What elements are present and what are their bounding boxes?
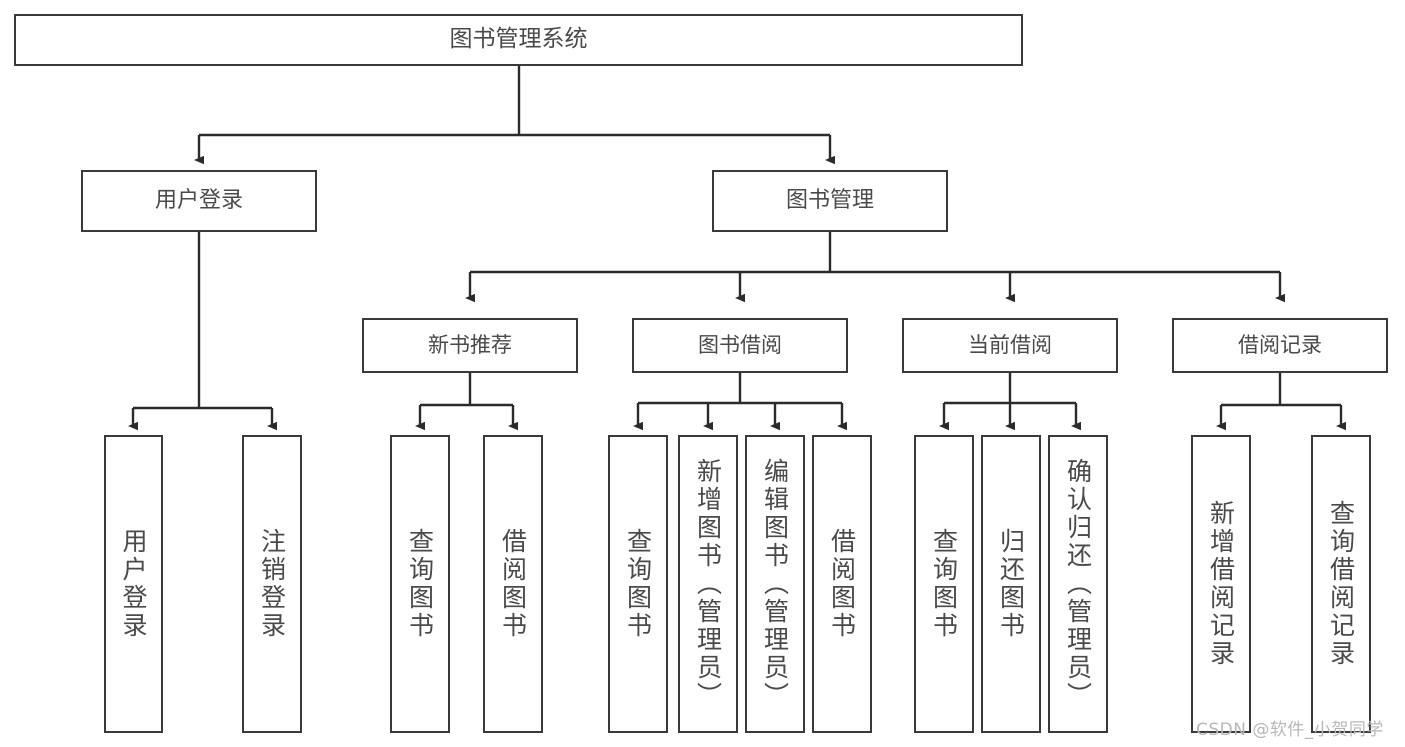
leaf-book-borrow-add[interactable]: 新增图书（管理员）	[678, 435, 738, 733]
leaf-book-borrow-edit[interactable]: 编辑图书（管理员）	[745, 435, 805, 733]
leaf-new-book-borrow[interactable]: 借阅图书	[483, 435, 543, 733]
node-current-borrow[interactable]: 当前借阅	[902, 318, 1118, 373]
node-root[interactable]: 图书管理系统	[14, 14, 1023, 66]
leaf-label: 编辑图书（管理员）	[760, 458, 790, 710]
leaf-label: 查询图书	[929, 528, 959, 640]
node-borrow-record[interactable]: 借阅记录	[1172, 318, 1388, 373]
node-book-management-label: 图书管理	[785, 188, 874, 214]
leaf-label: 查询借阅记录	[1326, 500, 1356, 668]
node-new-book-recommend[interactable]: 新书推荐	[362, 318, 578, 373]
leaf-current-borrow-query[interactable]: 查询图书	[914, 435, 974, 733]
node-user-login[interactable]: 用户登录	[81, 170, 317, 232]
leaf-label: 借阅图书	[827, 528, 857, 640]
node-borrow-record-label: 借阅记录	[1238, 333, 1322, 358]
node-book-borrow[interactable]: 图书借阅	[632, 318, 848, 373]
leaf-label: 借阅图书	[498, 528, 528, 640]
node-user-login-label: 用户登录	[154, 188, 243, 214]
leaf-current-borrow-return[interactable]: 归还图书	[981, 435, 1041, 733]
leaf-label: 新增借阅记录	[1206, 500, 1236, 668]
csdn-watermark: CSDN @软件_小贺同学	[1196, 720, 1384, 740]
leaf-label: 新增图书（管理员）	[693, 458, 723, 710]
node-new-book-recommend-label: 新书推荐	[428, 333, 512, 358]
leaf-book-borrow-query[interactable]: 查询图书	[608, 435, 668, 733]
leaf-current-borrow-confirm-return[interactable]: 确认归还（管理员）	[1048, 435, 1108, 733]
leaf-user-login-login[interactable]: 用户登录	[104, 435, 163, 733]
node-book-management[interactable]: 图书管理	[712, 170, 948, 232]
leaf-label: 用户登录	[119, 528, 148, 640]
leaf-new-book-query[interactable]: 查询图书	[390, 435, 450, 733]
leaf-label: 查询图书	[623, 528, 653, 640]
leaf-label: 查询图书	[405, 528, 435, 640]
node-book-borrow-label: 图书借阅	[698, 333, 782, 358]
node-root-label: 图书管理系统	[449, 26, 588, 53]
leaf-label: 归还图书	[996, 528, 1026, 640]
leaf-label: 注销登录	[257, 528, 287, 640]
leaf-borrow-record-add[interactable]: 新增借阅记录	[1191, 435, 1251, 733]
leaf-user-login-logout[interactable]: 注销登录	[242, 435, 302, 733]
node-current-borrow-label: 当前借阅	[968, 333, 1052, 358]
leaf-book-borrow-borrow[interactable]: 借阅图书	[812, 435, 872, 733]
leaf-borrow-record-query[interactable]: 查询借阅记录	[1311, 435, 1371, 733]
leaf-label: 确认归还（管理员）	[1063, 458, 1093, 710]
